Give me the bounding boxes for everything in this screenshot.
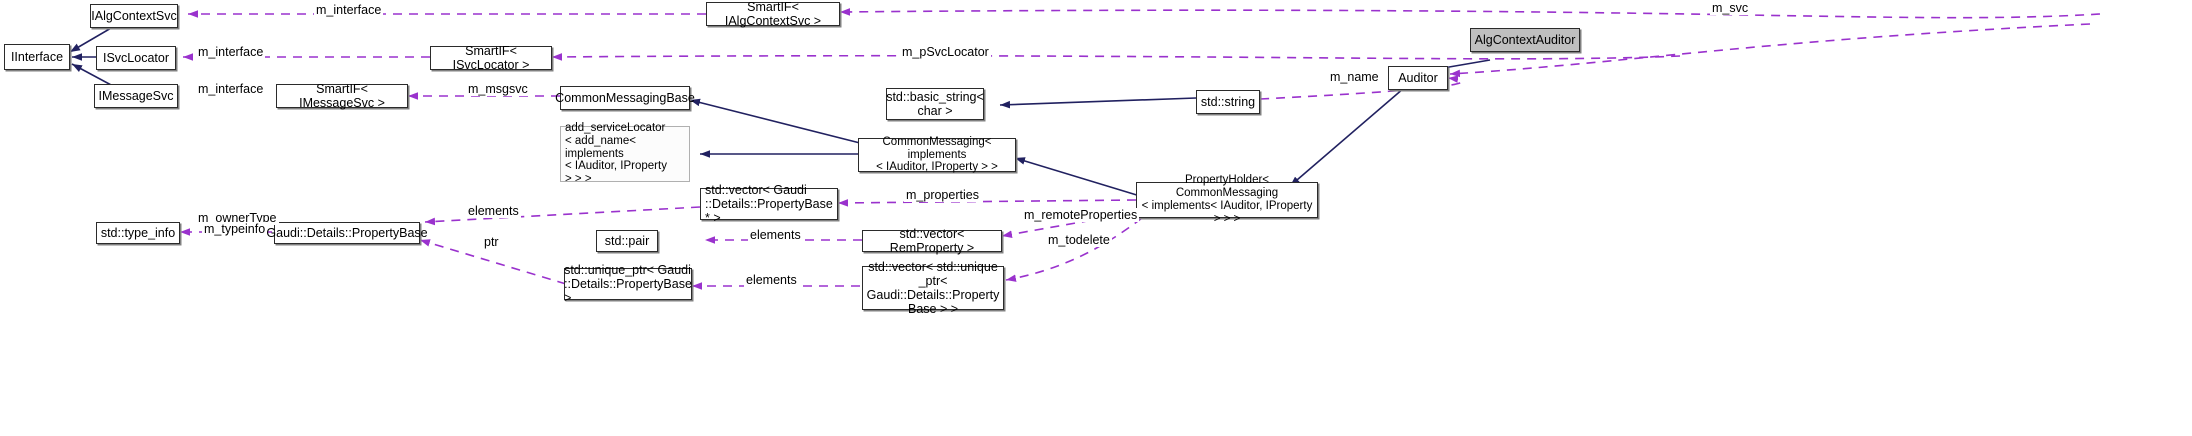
node-label: std::basic_string< char > — [886, 90, 984, 118]
node-label: add_serviceLocator < add_name< implement… — [565, 121, 667, 186]
node-label: ISvcLocator — [102, 51, 169, 65]
node-commonmessagingbase[interactable]: CommonMessagingBase — [555, 86, 695, 110]
edge-label-m-ownertype: m_ownerType — [196, 211, 279, 225]
node-label: IInterface — [10, 50, 64, 64]
edge-label-elements-3: elements — [744, 273, 799, 287]
node-iinterface[interactable]: IInterface — [4, 44, 70, 70]
node-std-string[interactable]: std::string — [1196, 90, 1260, 114]
edge-label-m-typeinfo: m_typeinfo — [202, 222, 268, 236]
node-label: Auditor — [1398, 71, 1438, 85]
node-label: Gaudi::Details::PropertyBase — [266, 226, 428, 240]
edge-label-m-msgsvc: m_msgsvc — [466, 82, 530, 96]
node-imessagesvc[interactable]: IMessageSvc — [94, 84, 178, 108]
node-label: SmartIF< IAlgContextSvc > — [724, 0, 822, 28]
node-label: std::unique_ptr< Gaudi ::Details::Proper… — [564, 263, 692, 305]
edge-label-m-remoteproperties: m_remoteProperties — [1022, 208, 1140, 222]
node-label: CommonMessaging< implements < IAuditor, … — [876, 135, 998, 174]
node-algcontextauditor[interactable]: AlgContextAuditor — [1470, 28, 1580, 52]
node-type-info[interactable]: std::type_info — [96, 222, 180, 244]
node-label: std::pair — [604, 234, 650, 248]
node-label: std::vector< std::unique _ptr< Gaudi::De… — [866, 260, 1000, 316]
node-label: IMessageSvc — [98, 89, 174, 103]
node-label: PropertyHolder< CommonMessaging < implem… — [1141, 174, 1313, 225]
node-smartif-imessagesvc[interactable]: SmartIF< IMessageSvc > — [276, 82, 408, 110]
edge-label-elements-2: elements — [748, 228, 803, 242]
edge-label-m-properties: m_properties — [904, 188, 981, 202]
node-isvclocator[interactable]: ISvcLocator — [96, 46, 176, 70]
edge-label-m-interface-2: m_interface — [196, 45, 266, 59]
node-label: std::vector< RemProperty > — [889, 227, 975, 255]
edge-label-m-name: m_name — [1328, 70, 1381, 84]
node-vector-unique-ptr[interactable]: std::vector< std::unique _ptr< Gaudi::De… — [862, 260, 1004, 316]
edge-label-m-interface-1: m_interface — [314, 3, 384, 17]
edge-label-m-svc: m_svc — [1710, 1, 1751, 15]
node-label: std::string — [1200, 95, 1256, 109]
edge-label-m-interface-3: m_interface — [196, 82, 266, 96]
node-smartif-isvclocator[interactable]: SmartIF< ISvcLocator > — [430, 44, 552, 72]
node-propertybase[interactable]: Gaudi::Details::PropertyBase — [266, 222, 428, 244]
node-std-pair[interactable]: std::pair — [596, 230, 658, 252]
node-smartif-ialgcontextsvc[interactable]: SmartIF< IAlgContextSvc > — [706, 0, 840, 28]
node-label: std::vector< Gaudi ::Details::PropertyBa… — [705, 183, 833, 225]
node-label: SmartIF< IMessageSvc > — [299, 82, 385, 110]
edge-label-ptr: ptr — [482, 235, 501, 249]
edge-label-m-todelete: m_todelete — [1046, 233, 1112, 247]
node-unique-ptr-propertybase[interactable]: std::unique_ptr< Gaudi ::Details::Proper… — [564, 263, 692, 305]
node-commonmessaging[interactable]: CommonMessaging< implements < IAuditor, … — [858, 135, 1016, 174]
node-vector-remproperty[interactable]: std::vector< RemProperty > — [862, 227, 1002, 255]
node-auditor[interactable]: Auditor — [1388, 66, 1448, 90]
node-add-servicelocator[interactable]: add_serviceLocator < add_name< implement… — [560, 122, 690, 185]
node-label: AlgContextAuditor — [1474, 33, 1576, 47]
node-ialgcontextsvc[interactable]: IAlgContextSvc — [90, 4, 178, 28]
node-basic-string[interactable]: std::basic_string< char > — [886, 88, 984, 120]
edge-label-elements-1: elements — [466, 204, 521, 218]
node-propertyholder[interactable]: PropertyHolder< CommonMessaging < implem… — [1136, 174, 1318, 225]
node-label: std::type_info — [100, 226, 176, 240]
node-label: SmartIF< ISvcLocator > — [452, 44, 530, 72]
node-label: IAlgContextSvc — [91, 9, 177, 23]
node-vector-propertybase-ptr[interactable]: std::vector< Gaudi ::Details::PropertyBa… — [700, 183, 838, 225]
node-label: CommonMessagingBase — [555, 91, 695, 105]
edge-label-m-psvclocator: m_pSvcLocator — [900, 45, 991, 59]
